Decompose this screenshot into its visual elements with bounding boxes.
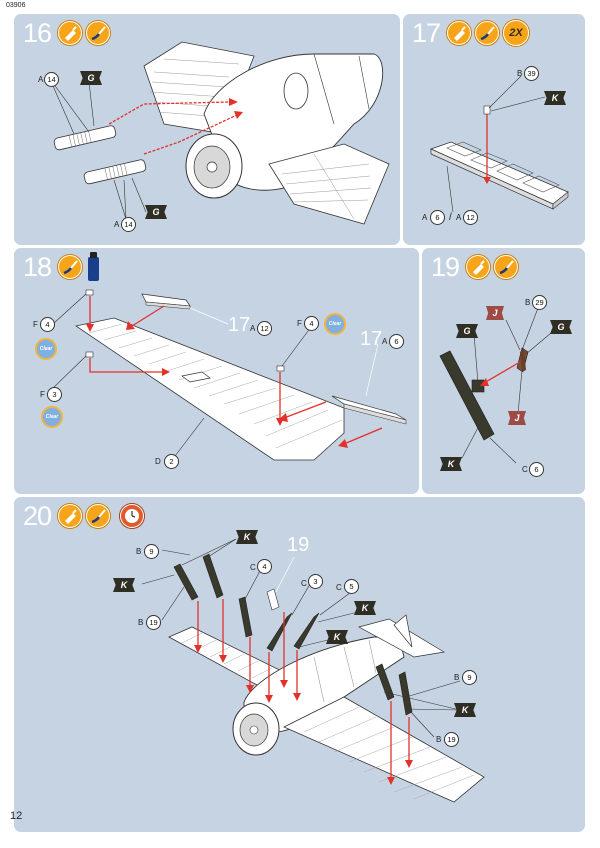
- step-19-illustration: [439, 307, 558, 464]
- callout-letter: B: [525, 298, 531, 307]
- part-number-circle: 39: [524, 66, 539, 81]
- callout-letter: A: [250, 324, 256, 333]
- step-18-illustration: [51, 289, 407, 461]
- callout-letter: A: [422, 213, 428, 222]
- step-19-panel: 19 B 29 G G J J K C 6: [422, 248, 585, 494]
- paint-code-flag: J: [508, 411, 526, 425]
- part-number-circle: 6: [430, 210, 445, 225]
- callout-letter: B: [454, 673, 460, 682]
- part-number-circle: 19: [444, 732, 459, 747]
- paint-code-flag: J: [486, 306, 504, 320]
- callout-letter: B: [138, 618, 144, 627]
- clear-paint-icon: Clear: [324, 313, 346, 335]
- callout-letter: C: [301, 579, 307, 588]
- part-number-circle: 3: [308, 574, 323, 589]
- callout-letter: A: [456, 213, 462, 222]
- sub-step-ref: 17: [360, 328, 383, 350]
- part-number-circle: 12: [257, 321, 272, 336]
- callout-letter: F: [33, 320, 38, 329]
- callout-letter: D: [155, 457, 161, 466]
- paint-brush-icon: [86, 21, 110, 45]
- callout-letter: F: [297, 319, 302, 328]
- page-number: 12: [10, 810, 23, 822]
- paint-code-flag: G: [80, 71, 102, 85]
- paint-code-flag: K: [454, 703, 476, 717]
- sub-step-ref: 17: [228, 314, 251, 336]
- paint-code-flag: K: [440, 457, 462, 471]
- step-20-panel: 20 19 B 9 K K B 19 C 4 C 3 C 5 K K B 9 K…: [14, 497, 585, 832]
- part-number-circle: 5: [344, 579, 359, 594]
- paint-code-flag: K: [544, 91, 566, 105]
- paint-code-flag: G: [456, 324, 478, 338]
- step-number: 18: [23, 252, 52, 282]
- step-number: 17: [412, 18, 441, 48]
- step-18-panel: 18 17 A 12 17 A 6 F 4 Clear F 3 Clear F …: [14, 248, 419, 494]
- gun-part-a14-bottom: [83, 159, 147, 185]
- step-20-illustration: [141, 538, 485, 803]
- glue-tube-icon: [58, 21, 82, 45]
- step-number: 20: [23, 501, 52, 531]
- callout-letter: F: [40, 390, 45, 399]
- paint-brush-icon: [58, 255, 82, 279]
- callout-letter: B: [517, 69, 523, 78]
- paint-code-flag: K: [113, 578, 135, 592]
- part-number-circle: 29: [532, 295, 547, 310]
- part-number-circle: 14: [121, 217, 136, 232]
- callout-letter: B: [436, 735, 442, 744]
- part-number-circle: 9: [462, 670, 477, 685]
- part-number-circle: 12: [463, 210, 478, 225]
- step-number: 19: [431, 252, 460, 282]
- paint-brush-icon: [86, 504, 110, 528]
- part-number-circle: 3: [47, 387, 62, 402]
- clear-paint-icon: Clear: [35, 338, 57, 360]
- callout-letter: A: [38, 75, 44, 84]
- clear-paint-icon: Clear: [41, 406, 63, 428]
- callout-letter: C: [336, 583, 342, 592]
- part-number-circle: 14: [44, 72, 59, 87]
- step-17-illustration: [429, 75, 569, 213]
- step-17-panel: 17 2X B 39 K A 6 / A 12: [403, 14, 585, 245]
- callout-letter: B: [136, 547, 142, 556]
- callout-letter: A: [382, 337, 388, 346]
- step-16-illustration: [49, 41, 390, 225]
- callout-letter: C: [522, 465, 528, 474]
- part-number-circle: 2: [164, 454, 179, 469]
- paint-code-flag: K: [354, 601, 376, 615]
- part-number-circle: 19: [146, 615, 161, 630]
- glue-tube-icon: [447, 21, 471, 45]
- glue-tube-icon: [466, 255, 490, 279]
- separator: /: [449, 212, 452, 223]
- kit-code: 03906: [6, 2, 26, 9]
- step-16-panel: 16 A 14 G A 14 G: [14, 14, 400, 245]
- paint-code-flag: G: [145, 205, 167, 219]
- callout-letter: A: [114, 220, 120, 229]
- step-number: 16: [23, 18, 52, 48]
- callout-letter: C: [250, 563, 256, 572]
- paint-code-flag: K: [326, 630, 348, 644]
- sub-step-ref: 19: [287, 534, 310, 556]
- paint-brush-icon: [494, 255, 518, 279]
- glue-tube-icon: [58, 504, 82, 528]
- paint-code-flag: G: [550, 320, 572, 334]
- part-number-circle: 4: [40, 317, 55, 332]
- paint-code-flag: K: [236, 530, 258, 544]
- gun-part-a14-top: [53, 125, 117, 151]
- part-number-circle: 9: [144, 544, 159, 559]
- clock-icon: [120, 504, 144, 528]
- part-number-circle: 6: [389, 334, 404, 349]
- part-number-circle: 4: [304, 316, 319, 331]
- part-number-circle: 6: [529, 462, 544, 477]
- paint-bottle-icon: [88, 252, 99, 281]
- paint-brush-icon: [475, 21, 499, 45]
- part-number-circle: 4: [257, 559, 272, 574]
- quantity-2x-badge: 2X: [503, 20, 529, 46]
